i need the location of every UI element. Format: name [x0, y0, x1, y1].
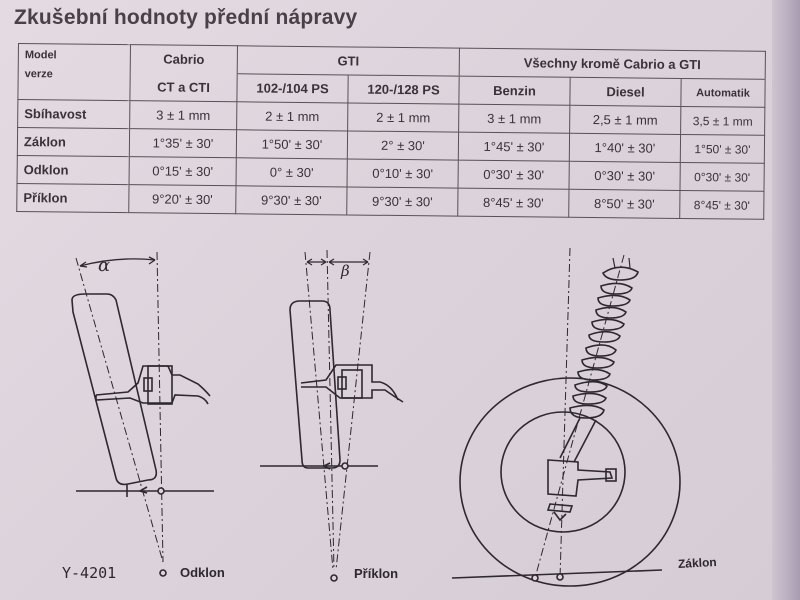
row-label: Příklon	[16, 183, 130, 213]
table-cell: 1°40' ± 30'	[569, 133, 681, 163]
table-cell: 0°30' ± 30'	[458, 160, 570, 190]
figure-code: Y-4201	[62, 564, 117, 582]
table-cell: 0°30' ± 30'	[679, 162, 765, 192]
priklon-label: Příklon	[354, 566, 399, 581]
subheader-benzin: Benzin	[458, 76, 571, 106]
table-cell: 1°45' ± 30'	[458, 132, 570, 162]
table-cell: 2° ± 30'	[347, 130, 459, 161]
table-cell: 8°50' ± 30'	[568, 189, 680, 219]
page-title: Zkušební hodnoty přední nápravy	[14, 6, 358, 29]
table-cell: 9°30' ± 30'	[235, 185, 348, 215]
table-cell: 3 ± 1 mm	[458, 104, 570, 134]
subheader-automatik: Automatik	[680, 78, 766, 108]
table-cell: 2,5 ± 1 mm	[569, 105, 681, 135]
table-cell: 1°35' ± 30'	[129, 128, 237, 158]
table-cell: 8°45' ± 30'	[457, 188, 569, 218]
table-cell: 0° ± 30'	[236, 157, 348, 187]
wheel-geometry-diagrams	[71, 247, 681, 587]
row-label: Záklon	[17, 127, 130, 157]
table-cell: 0°15' ± 30'	[129, 156, 237, 186]
table-cell: 9°20' ± 30'	[128, 184, 237, 214]
table-cell: 3,5 ± 1 mm	[680, 106, 765, 136]
table-cell: 0°10' ± 30'	[347, 158, 459, 189]
table-cell: 8°45' ± 30'	[679, 190, 764, 220]
zaklon-label: Záklon	[677, 554, 718, 572]
caster-diagram	[451, 247, 681, 587]
group-header-others: Všechny kromě Cabrio a GTI	[459, 48, 766, 80]
odklon-label: Odklon	[180, 565, 225, 580]
kingpin-diagram	[260, 249, 404, 582]
table-cell: 0°30' ± 30'	[568, 161, 681, 191]
group-header-cabrio: Cabrio	[130, 44, 238, 74]
row-label: Odklon	[17, 155, 130, 185]
table-cell: 3 ± 1 mm	[129, 100, 237, 130]
subheader-ct-cti: CT a CTI	[129, 72, 238, 102]
model-version-header: Model verze	[17, 43, 131, 101]
alignment-spec-table: Model verze Cabrio GTI Všechny kromě Cab…	[16, 43, 766, 220]
table-cell: 2 ± 1 mm	[347, 102, 459, 133]
alpha-angle-symbol: α	[98, 255, 111, 276]
table-cell: 2 ± 1 mm	[236, 101, 348, 131]
subheader-102-104ps: 102-/104 PS	[236, 73, 349, 103]
row-label: Sbíhavost	[17, 99, 130, 129]
camber-diagram	[71, 251, 214, 577]
group-header-gti: GTI	[237, 45, 460, 77]
page-edge	[772, 0, 800, 600]
table-cell: 9°30' ± 30'	[346, 186, 459, 217]
beta-angle-symbol: β	[341, 262, 350, 280]
subheader-120-128ps: 120-/128 PS	[347, 74, 460, 105]
subheader-diesel: Diesel	[569, 77, 682, 107]
table-cell: 1°50' ± 30'	[236, 129, 348, 159]
table-cell: 1°50' ± 30'	[680, 134, 765, 164]
